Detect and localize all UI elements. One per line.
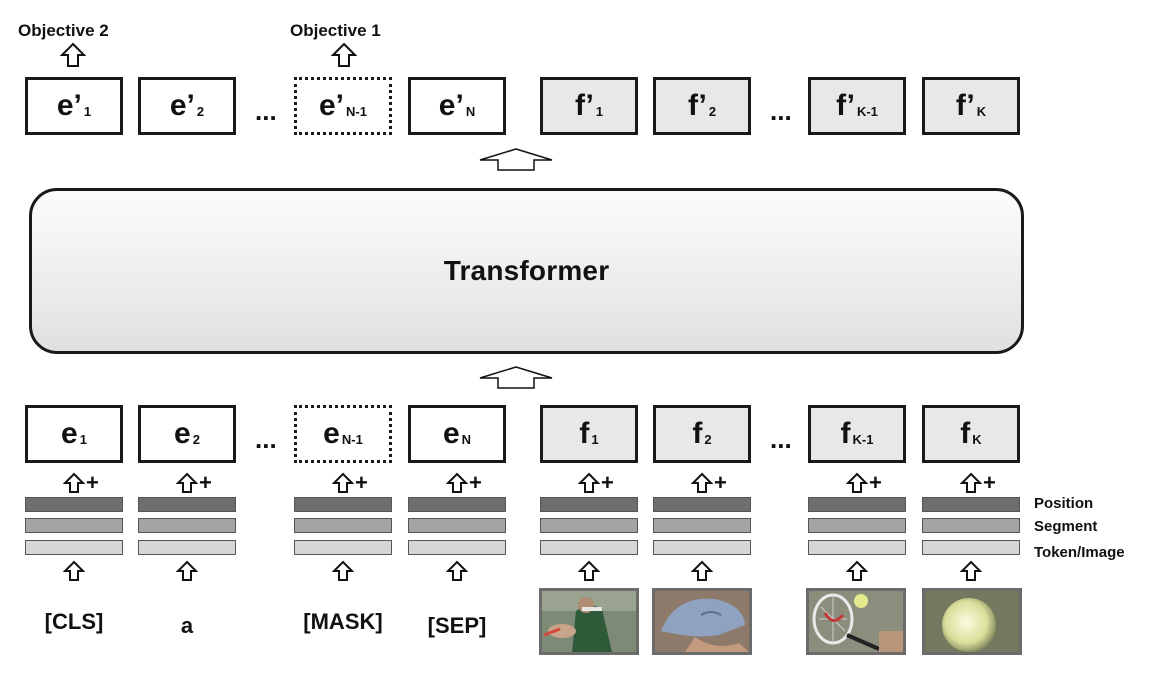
plus-sign: + bbox=[469, 470, 482, 495]
input-text-cls: [CLS] bbox=[44, 609, 104, 634]
plus-sign: + bbox=[714, 470, 727, 495]
plus-sign: + bbox=[199, 470, 212, 495]
position-embedding-bar bbox=[138, 497, 236, 512]
input-text-mask: [MASK] bbox=[303, 609, 383, 634]
token-embedding-bar bbox=[408, 540, 506, 555]
objective-2-arrow-icon bbox=[60, 42, 86, 67]
output-token-f2: f’2 bbox=[653, 77, 751, 135]
plus-sign: + bbox=[601, 470, 614, 495]
image-embedding-bar bbox=[540, 540, 638, 555]
output-ellipsis-text: ... bbox=[255, 96, 277, 126]
token-input-arrow-icon bbox=[446, 560, 468, 581]
image-input-arrow-icon bbox=[846, 560, 868, 581]
segment-embedding-bar bbox=[540, 518, 638, 533]
embedding-sum-arrow-icon bbox=[332, 472, 354, 493]
objective-1-arrow-icon bbox=[331, 42, 357, 67]
image-embedding-bar bbox=[808, 540, 906, 555]
input-text-sep: [SEP] bbox=[427, 613, 487, 638]
image-input-arrow-icon bbox=[578, 560, 600, 581]
embedding-sum-arrow-icon bbox=[846, 472, 868, 493]
embedding-sum-arrow-icon bbox=[446, 472, 468, 493]
tennis-player-image bbox=[539, 588, 639, 655]
output-token-e2: e’2 bbox=[138, 77, 236, 135]
embedding-sum-arrow-icon bbox=[176, 472, 198, 493]
transformer-output-arrow-icon bbox=[479, 148, 553, 171]
position-embedding-bar bbox=[808, 497, 906, 512]
input-text-a: a bbox=[180, 613, 194, 638]
position-embedding-bar bbox=[653, 497, 751, 512]
objective-2-label: Objective 2 bbox=[18, 21, 109, 40]
token-input-arrow-icon bbox=[176, 560, 198, 581]
plus-sign: + bbox=[869, 470, 882, 495]
plus-sign: + bbox=[86, 470, 99, 495]
output-token-fK-1: f’K-1 bbox=[808, 77, 906, 135]
output-token-fK: f’K bbox=[922, 77, 1020, 135]
racket-ball-image bbox=[806, 588, 906, 655]
input-ellipsis-image: ... bbox=[770, 424, 792, 454]
output-token-eN-1-masked: e’N-1 bbox=[294, 77, 392, 135]
output-token-e1: e’1 bbox=[25, 77, 123, 135]
token-image-embedding-label: Token/Image bbox=[1034, 544, 1125, 561]
output-token-eN: e’N bbox=[408, 77, 506, 135]
input-ellipsis-text: ... bbox=[255, 424, 277, 454]
segment-embedding-bar bbox=[408, 518, 506, 533]
segment-embedding-bar bbox=[808, 518, 906, 533]
tennis-ball-image bbox=[922, 588, 1022, 655]
segment-embedding-bar bbox=[294, 518, 392, 533]
embedding-sum-arrow-icon bbox=[63, 472, 85, 493]
output-ellipsis-image: ... bbox=[770, 96, 792, 126]
token-embedding-bar bbox=[294, 540, 392, 555]
embedding-sum-arrow-icon bbox=[960, 472, 982, 493]
position-embedding-label: Position bbox=[1034, 495, 1094, 512]
segment-embedding-label: Segment bbox=[1034, 518, 1098, 535]
embedding-sum-arrow-icon bbox=[578, 472, 600, 493]
position-embedding-bar bbox=[408, 497, 506, 512]
segment-embedding-bar bbox=[922, 518, 1020, 533]
position-embedding-bar bbox=[25, 497, 123, 512]
image-embedding-bar bbox=[922, 540, 1020, 555]
segment-embedding-bar bbox=[25, 518, 123, 533]
position-embedding-bar bbox=[294, 497, 392, 512]
output-token-f1: f’1 bbox=[540, 77, 638, 135]
image-embedding-bar bbox=[653, 540, 751, 555]
segment-embedding-bar bbox=[138, 518, 236, 533]
transformer-block: Transformer bbox=[29, 188, 1024, 354]
transformer-label: Transformer bbox=[443, 255, 610, 286]
image-input-arrow-icon bbox=[960, 560, 982, 581]
plus-sign: + bbox=[355, 470, 368, 495]
embedding-sum-arrow-icon bbox=[691, 472, 713, 493]
position-embedding-bar bbox=[922, 497, 1020, 512]
objective-1-label: Objective 1 bbox=[290, 21, 381, 40]
transformer-input-arrow-icon bbox=[479, 366, 553, 389]
token-embedding-bar bbox=[138, 540, 236, 555]
token-embedding-bar bbox=[25, 540, 123, 555]
plus-sign: + bbox=[983, 470, 996, 495]
segment-embedding-bar bbox=[653, 518, 751, 533]
cap-image bbox=[652, 588, 752, 655]
token-input-arrow-icon bbox=[332, 560, 354, 581]
image-input-arrow-icon bbox=[691, 560, 713, 581]
token-input-arrow-icon bbox=[63, 560, 85, 581]
position-embedding-bar bbox=[540, 497, 638, 512]
